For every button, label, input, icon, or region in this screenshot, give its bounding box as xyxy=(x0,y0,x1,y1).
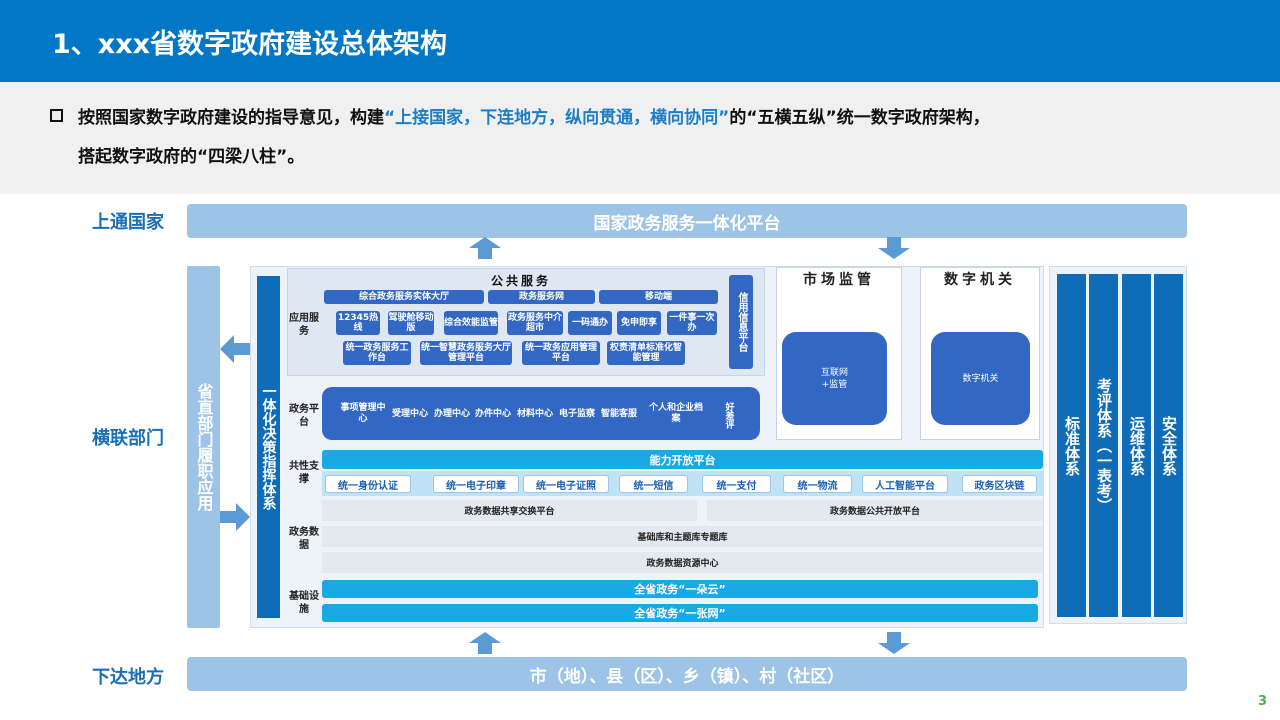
gov-platform-item: 材料中心 xyxy=(516,408,553,419)
service-item: 统一智慧政务服务大厅管理平台 xyxy=(420,341,512,365)
data-sharing-platform: 政务数据共享交换平台 xyxy=(322,500,697,521)
title-bar xyxy=(0,0,1280,82)
page-title: 1、xxx省数字政府建设总体架构 xyxy=(52,29,448,60)
national-platform-band: 国家政务服务一体化平台 xyxy=(187,204,1187,238)
security-system: 安全体系 xyxy=(1154,274,1183,617)
label-up-national: 上通国家 xyxy=(92,212,164,233)
gov-platform-item: 好差评 xyxy=(723,401,734,429)
intro-line-2: 搭起数字政府的“四梁八柱”。 xyxy=(78,147,305,167)
row-label-shared-support: 共性支撑 xyxy=(289,461,319,485)
service-item: 政务服务中介超市 xyxy=(507,311,563,335)
data-resource-center: 政务数据资源中心 xyxy=(322,552,1043,573)
shared-support-item: 统一电子证照 xyxy=(523,475,609,493)
label-horizontal-departments: 横联部门 xyxy=(92,428,164,449)
service-item: 12345热线 xyxy=(336,311,380,335)
data-open-platform: 政务数据公共开放平台 xyxy=(707,500,1043,521)
gov-platform-item: 智能客服 xyxy=(600,408,637,419)
gov-platform-item: 事项管理中心 xyxy=(340,403,386,424)
decision-command-column: 一体化决策指挥体系 xyxy=(257,276,280,618)
province-cloud: 全省政务“一朵云” xyxy=(322,580,1038,598)
service-item: 政务服务网 xyxy=(488,290,595,304)
row-label-infrastructure: 基础设施 xyxy=(289,591,319,615)
gov-platform-item: 办件中心 xyxy=(474,408,511,419)
provincial-departments-column: 省直部门履职应用 xyxy=(187,266,220,628)
page-number: 3 xyxy=(1258,694,1268,709)
intro-box xyxy=(0,82,1280,194)
digital-organization-block: 数字机关 xyxy=(931,332,1030,425)
shared-support-item: 人工智能平台 xyxy=(862,475,948,493)
gov-platform-item: 办理中心 xyxy=(433,408,470,419)
arrow-right-icon xyxy=(220,503,250,531)
gov-platform-item: 个人和企业档案 xyxy=(648,403,703,424)
intro-line-1: 按照国家数字政府建设的指导意见，构建“上接国家，下连地方，纵向贯通，横向协同”的… xyxy=(78,103,990,128)
intro-part1: 按照国家数字政府建设的指导意见，构建 xyxy=(78,108,384,128)
service-item: 一件事一次办 xyxy=(667,311,717,335)
service-item: 一码通办 xyxy=(568,311,612,335)
province-network: 全省政务“一张网” xyxy=(322,604,1038,622)
arrow-up-icon xyxy=(469,632,501,654)
service-item: 免申即享 xyxy=(617,311,661,335)
shared-support-item: 统一电子印章 xyxy=(433,475,519,493)
arrow-left-icon xyxy=(220,335,250,363)
service-item: 统一政务服务工作台 xyxy=(343,341,411,365)
service-item: 移动端 xyxy=(599,290,718,304)
gov-platform-item: 受理中心 xyxy=(391,408,428,419)
service-item: 统一政务应用管理平台 xyxy=(522,341,600,365)
intro-quote: “上接国家，下连地方，纵向贯通，横向协同” xyxy=(384,108,730,128)
service-item: 驾驶舱移动版 xyxy=(388,311,434,335)
market-supervision-title: 市场监管 xyxy=(803,272,875,288)
base-theme-library: 基础库和主题库专题库 xyxy=(322,526,1043,547)
service-item: 综合政务服务实体大厅 xyxy=(324,290,484,304)
bullet-square-icon xyxy=(50,109,63,122)
capability-open-platform: 能力开放平台 xyxy=(322,450,1043,469)
shared-support-item: 统一身份认证 xyxy=(325,475,411,493)
row-label-application: 应用服务 xyxy=(289,313,319,337)
evaluation-system: 考评体系（一表考） xyxy=(1089,274,1118,617)
intro-part2: 的“五横五纵”统一数字政府架构， xyxy=(729,108,990,128)
arrow-down-icon xyxy=(878,632,910,654)
operations-system: 运维体系 xyxy=(1122,274,1151,617)
gov-platform-bar xyxy=(322,387,760,440)
shared-support-item: 统一短信 xyxy=(619,475,688,493)
gov-platform-item: 电子监察 xyxy=(558,408,595,419)
standards-system: 标准体系 xyxy=(1057,274,1086,617)
arrow-down-icon xyxy=(878,237,910,259)
shared-support-item: 政务区块链 xyxy=(962,475,1037,493)
credit-info-platform: 信用信息平台 xyxy=(729,275,753,369)
internet-supervision-block: 互联网+监管 xyxy=(782,332,887,425)
local-levels-band: 市（地）、县（区）、乡（镇）、村（社区） xyxy=(187,657,1187,691)
row-label-gov-data: 政务数据 xyxy=(289,527,319,551)
label-down-local: 下达地方 xyxy=(92,667,164,688)
arrow-up-icon xyxy=(469,237,501,259)
shared-support-item: 统一支付 xyxy=(702,475,771,493)
row-label-gov-platform: 政务平台 xyxy=(289,404,319,428)
service-item: 权责清单标准化智能管理 xyxy=(607,341,685,365)
service-item: 综合效能监管 xyxy=(444,311,498,335)
digital-organization-title: 数字机关 xyxy=(944,272,1016,288)
public-service-title: 公共服务 xyxy=(490,273,551,288)
shared-support-item: 统一物流 xyxy=(783,475,852,493)
